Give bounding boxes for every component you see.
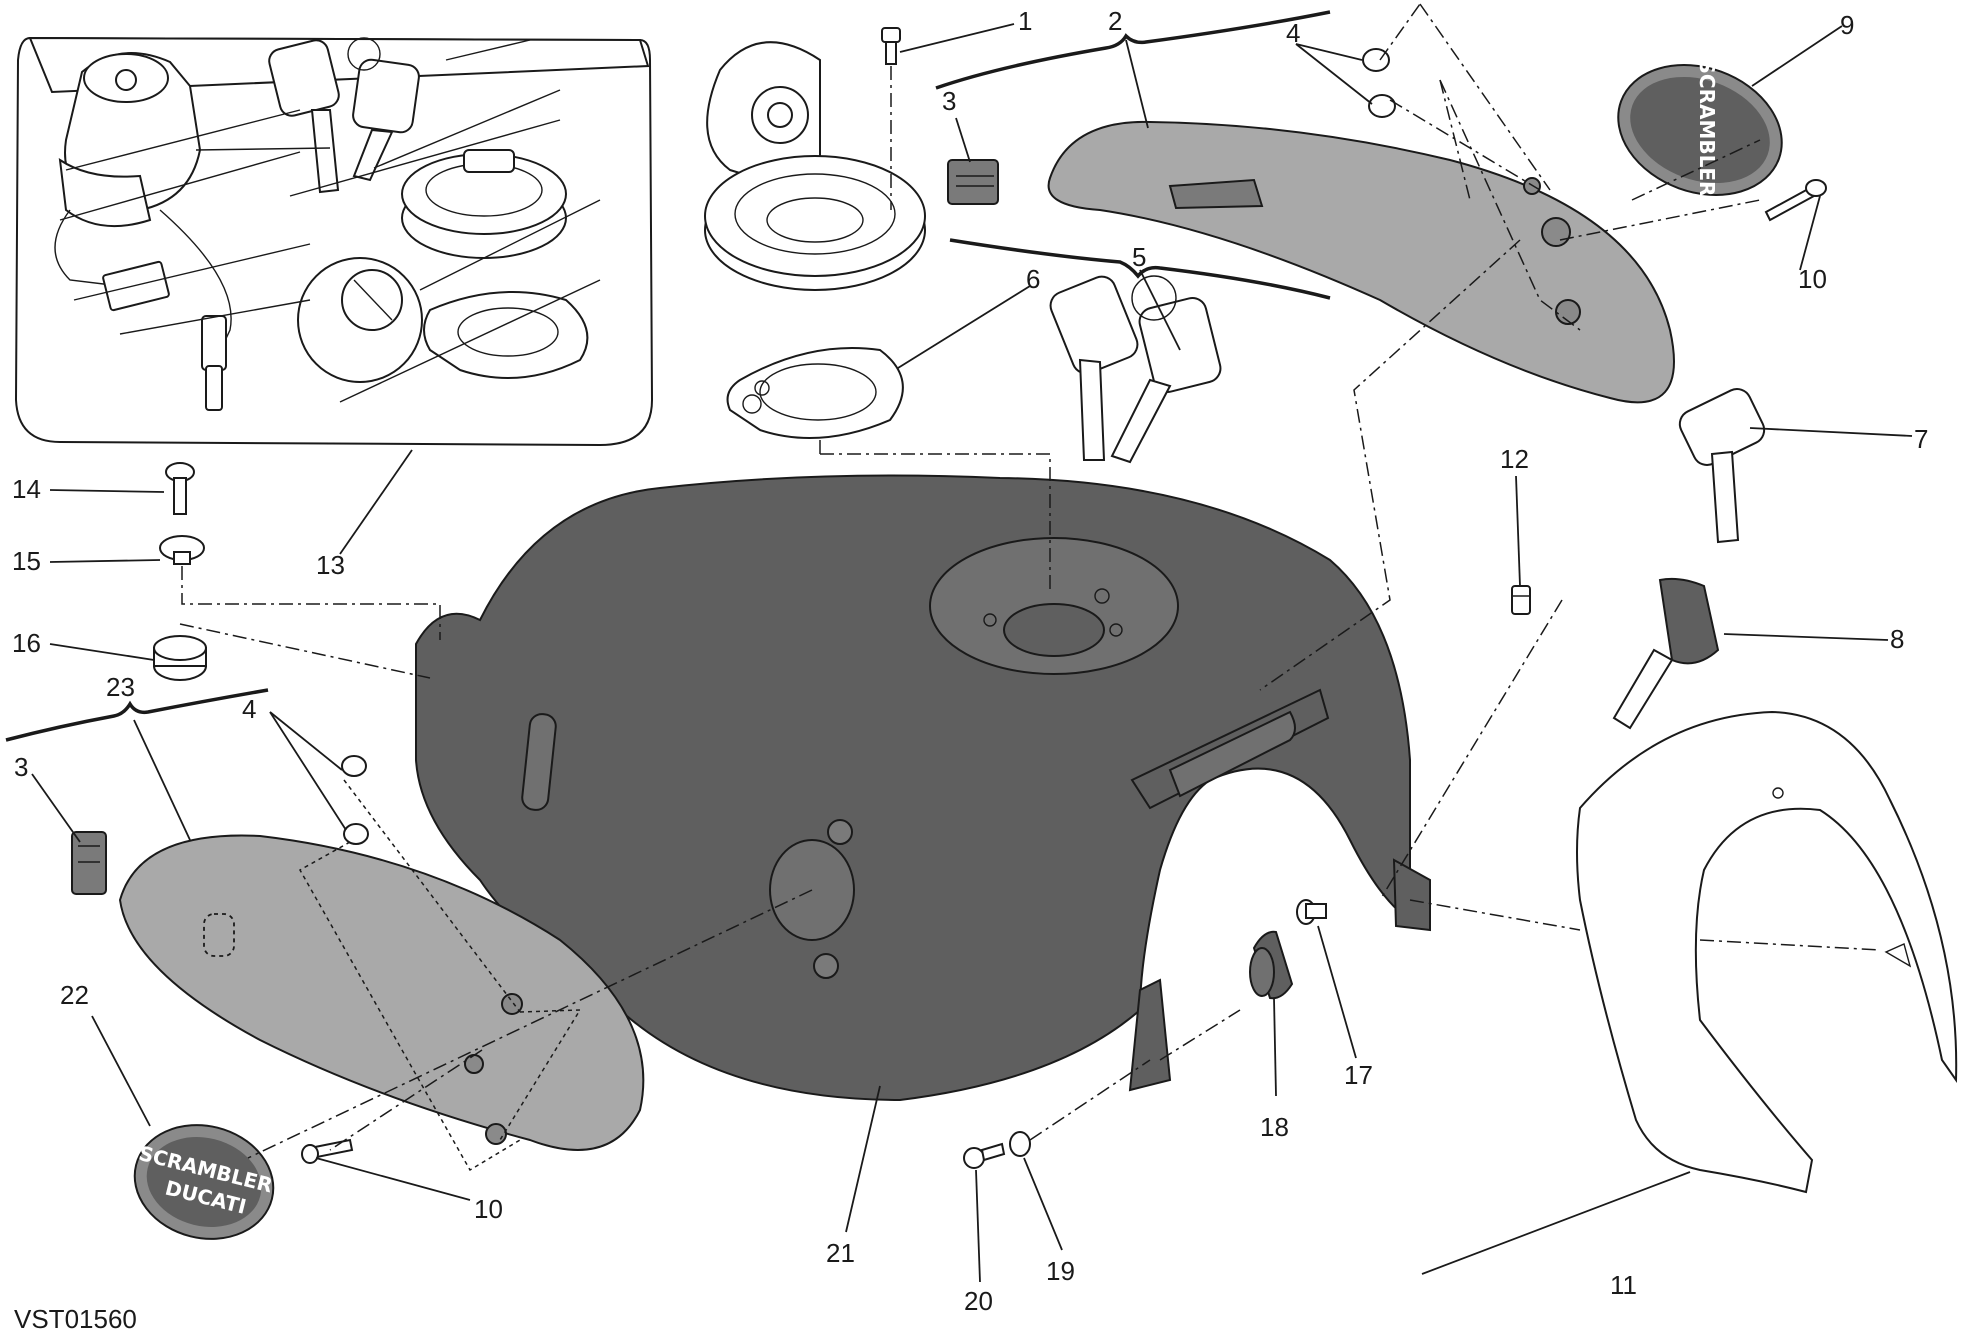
inset-fuel-cap-part: [401, 149, 567, 259]
callout-19: 19: [1046, 1256, 1075, 1286]
scrambler-badge-top: SCRAMBLER: [1617, 60, 1783, 197]
callout-9: 9: [1840, 10, 1854, 40]
callout-13: 13: [316, 550, 345, 580]
screw-part: [301, 1138, 354, 1164]
callout-15: 15: [12, 546, 41, 576]
callout-21: 21: [826, 1238, 855, 1268]
leader-lines: [31, 23, 1913, 1283]
callout-3b: 3: [14, 752, 28, 782]
spacer-part: [341, 755, 367, 777]
callout-3: 3: [942, 86, 956, 116]
clip-part: [947, 159, 999, 205]
callout-11: 11: [1610, 1270, 1637, 1300]
right-side-panel: [1047, 120, 1675, 404]
grommet-part: [153, 635, 207, 681]
assembly-lines: [179, 3, 1881, 1172]
callout-4: 4: [1286, 18, 1300, 48]
remote-key-part: [1612, 577, 1720, 730]
ignition-kit-inset: [14, 36, 654, 447]
pin-part: [1296, 899, 1327, 925]
fuel-tank: [415, 474, 1431, 1102]
washer-part: [159, 535, 205, 565]
spacer-part: [343, 823, 369, 845]
inset-flange-ring-part: [423, 291, 589, 379]
callout-5: 5: [1132, 242, 1146, 272]
callout-18: 18: [1260, 1112, 1289, 1142]
callout-10b: 10: [474, 1194, 503, 1224]
key-set-part: [1049, 275, 1222, 464]
group-brackets: [5, 10, 1331, 742]
screw-part: [963, 1142, 1006, 1169]
callout-16: 16: [12, 628, 41, 658]
callout-7: 7: [1914, 424, 1928, 454]
drawing-code: VST01560: [14, 1304, 137, 1334]
tank-rear-cover: [1576, 710, 1958, 1194]
small-clip-part: [1511, 585, 1531, 615]
callout-10: 10: [1798, 264, 1827, 294]
rubber-bumper-part: [1249, 930, 1294, 1000]
callout-2: 2: [1108, 6, 1122, 36]
callout-17: 17: [1344, 1060, 1373, 1090]
callout-14: 14: [12, 474, 41, 504]
callout-4b: 4: [242, 694, 256, 724]
callout-23: 23: [106, 672, 135, 702]
inset-keys-part: [268, 37, 420, 194]
spacer-part: [1368, 94, 1396, 118]
inset-lock-cylinder-part: [297, 257, 423, 383]
callout-20: 20: [964, 1286, 993, 1316]
washer-part: [1009, 1131, 1031, 1157]
screw-part: [881, 27, 901, 65]
callout-1: 1: [1018, 6, 1032, 36]
callout-labels: 1 2 3 4 5 6 7 8 9 10 11 12 13 14 15 16 1…: [12, 6, 1928, 1316]
left-side-panel: [118, 834, 645, 1151]
badge-top-line1: SCRAMBLER: [1695, 60, 1719, 197]
clip-part: [71, 831, 107, 895]
bolt-part: [165, 462, 195, 515]
scrambler-badge-bottom: SCRAMBLER DUCATI: [133, 1124, 275, 1240]
single-key-part: [1678, 387, 1766, 544]
fuel-cap-assembly: [704, 41, 926, 439]
callout-8: 8: [1890, 624, 1904, 654]
callout-22: 22: [60, 980, 89, 1010]
screw-part: [1764, 179, 1827, 222]
callout-6: 6: [1026, 264, 1040, 294]
callout-12: 12: [1500, 444, 1529, 474]
spacer-part: [1362, 48, 1390, 72]
